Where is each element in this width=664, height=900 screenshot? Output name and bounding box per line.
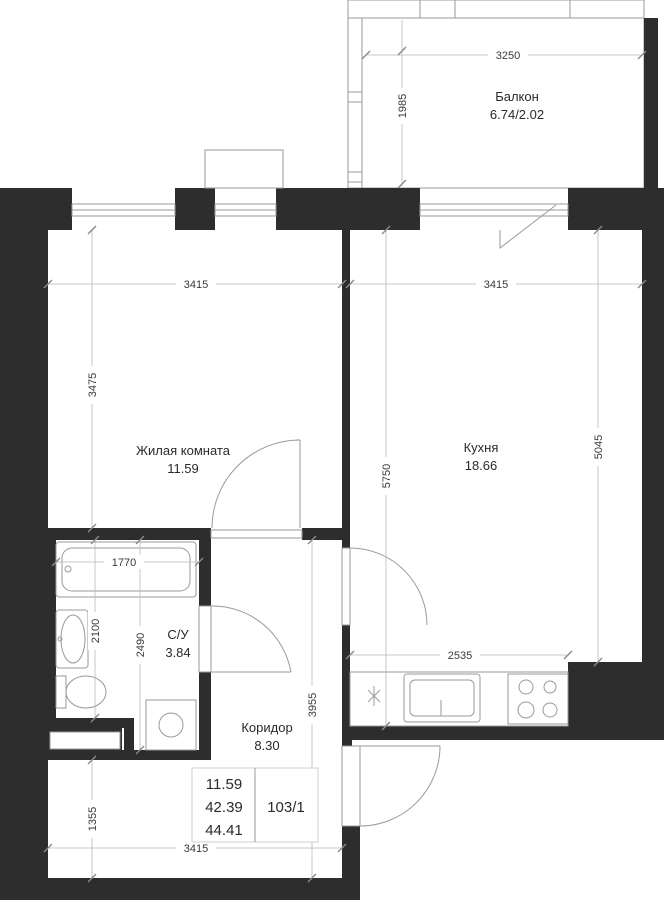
dim-kitchen-counter: 2535: [448, 650, 472, 662]
living-room-name: Жилая комната: [136, 443, 231, 458]
bathroom-area: 3.84: [165, 645, 190, 660]
dim-bath-depth-right: 2490: [135, 633, 147, 657]
room-labels: Балкон 6.74/2.02 Жилая комната 11.59 Кух…: [136, 89, 544, 753]
corridor-area: 8.30: [254, 738, 279, 753]
dim-entry-depth: 1355: [87, 807, 99, 831]
dimension-labels: 3250 1985 3415 3415 3475 5750 5045 1770 …: [87, 50, 605, 855]
interior-walls: [48, 230, 664, 900]
summary-living-area: 11.59: [206, 776, 242, 793]
dim-balcony-width: 3250: [496, 50, 520, 62]
dim-corridor-depth: 3955: [307, 693, 319, 717]
summary-total-area: 44.41: [205, 822, 243, 839]
top-wall: [0, 149, 664, 900]
kitchen-fixtures: [349, 671, 569, 727]
dim-kitchen-depth-right: 5045: [593, 435, 605, 459]
dim-living-depth: 3475: [87, 373, 99, 397]
corridor-name: Коридор: [241, 720, 292, 735]
apartment-number: 103/1: [267, 799, 305, 816]
balcony-area: 6.74/2.02: [490, 107, 544, 122]
bathroom-name: С/У: [167, 627, 189, 642]
dim-kitchen-width: 3415: [484, 279, 508, 291]
dim-bath-width: 1770: [112, 557, 136, 569]
kitchen-area: 18.66: [465, 458, 498, 473]
dim-bath-depth-left: 2100: [90, 619, 102, 643]
dim-kitchen-depth-full: 5750: [381, 464, 393, 488]
area-summary-box: 11.59 42.39 44.41 103/1: [191, 767, 319, 843]
kitchen-name: Кухня: [464, 440, 499, 455]
summary-living-total: 42.39: [205, 799, 243, 816]
doors: [198, 439, 441, 827]
living-room-area: 11.59: [167, 461, 199, 476]
balcony-walls: [347, 0, 658, 189]
dimension-label-bg: [85, 48, 605, 855]
balcony-name: Балкон: [495, 89, 539, 104]
bathroom-fixtures: [55, 541, 197, 751]
dim-entry-width: 3415: [184, 843, 208, 855]
dim-living-width: 3415: [184, 279, 208, 291]
dim-balcony-depth: 1985: [397, 94, 409, 118]
